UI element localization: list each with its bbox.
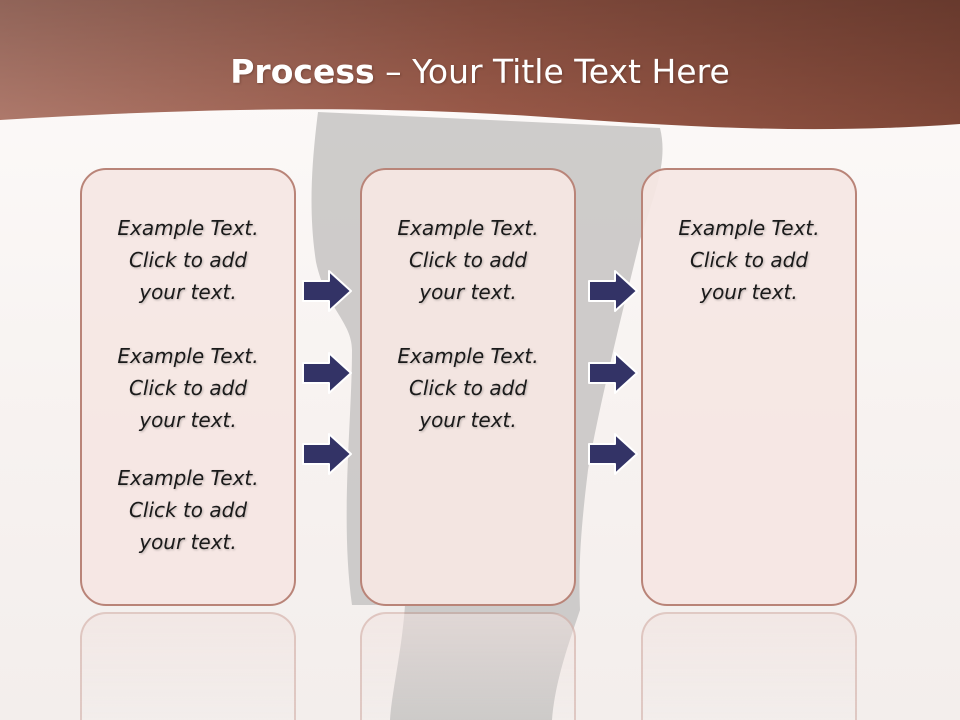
text-placeholder[interactable]: Example Text. Click to add your text.: [117, 466, 259, 554]
process-box-3[interactable]: Example Text. Click to add your text.: [641, 168, 857, 606]
box-reflection: [80, 612, 296, 720]
process-box-1[interactable]: Example Text. Click to add your text. Ex…: [80, 168, 296, 606]
title-bold: Process: [230, 52, 375, 91]
box-reflection: [360, 612, 576, 720]
right-arrow-icon[interactable]: [588, 433, 638, 475]
text-placeholder[interactable]: Example Text. Click to add your text.: [397, 216, 539, 304]
right-arrow-icon[interactable]: [302, 352, 352, 394]
right-arrow-icon[interactable]: [302, 270, 352, 312]
text-placeholder[interactable]: Example Text. Click to add your text.: [117, 344, 259, 432]
title-rest: – Your Title Text Here: [385, 52, 730, 91]
right-arrow-icon[interactable]: [588, 352, 638, 394]
text-placeholder[interactable]: Example Text. Click to add your text.: [397, 344, 539, 432]
box-reflection: [641, 612, 857, 720]
process-box-2[interactable]: Example Text. Click to add your text. Ex…: [360, 168, 576, 606]
text-placeholder[interactable]: Example Text. Click to add your text.: [678, 216, 820, 304]
text-placeholder[interactable]: Example Text. Click to add your text.: [117, 216, 259, 304]
right-arrow-icon[interactable]: [302, 433, 352, 475]
slide-title[interactable]: Process – Your Title Text Here: [0, 52, 960, 91]
right-arrow-icon[interactable]: [588, 270, 638, 312]
